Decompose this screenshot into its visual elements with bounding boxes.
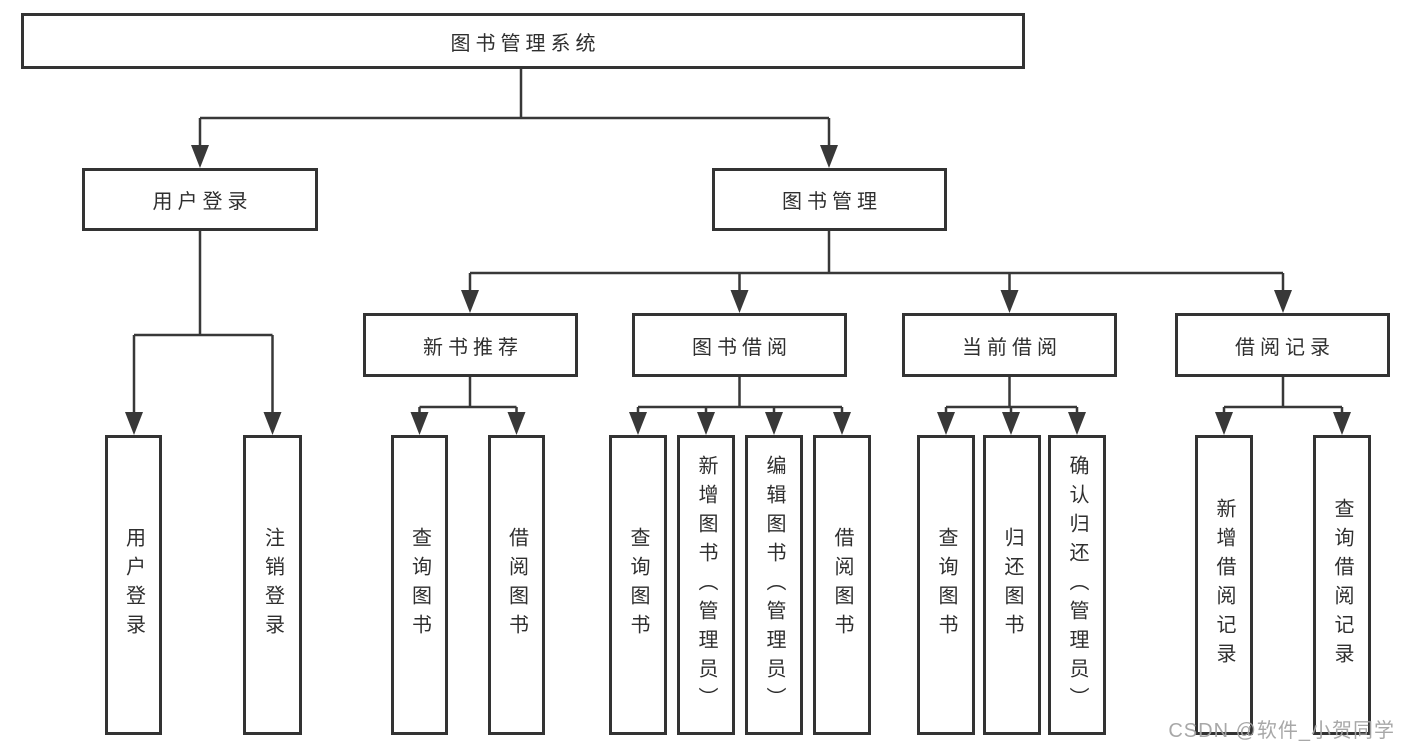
node-label: 查询借阅记录	[1331, 498, 1353, 672]
node-label: 图书借阅	[692, 336, 792, 359]
node-label: 用户登录	[152, 191, 253, 213]
leaf-confirm-return-admin: 确认归还（管理员）	[1048, 435, 1106, 735]
csdn-watermark: CSDN @软件_小贺同学	[1168, 720, 1395, 742]
node-label: 新书推荐	[423, 336, 523, 359]
connector-paths	[132, 69, 1344, 413]
leaf-query-books-borrowing: 查询图书	[609, 435, 667, 735]
node-label: 查询图书	[935, 527, 957, 643]
node-current-borrowing: 当前借阅	[902, 313, 1117, 377]
node-label: 新增图书（管理员）	[695, 454, 717, 716]
leaf-add-borrow-record: 新增借阅记录	[1195, 435, 1253, 735]
node-label: 归还图书	[1001, 527, 1023, 643]
leaf-return-books: 归还图书	[983, 435, 1041, 735]
leaf-logout: 注销登录	[243, 435, 302, 735]
node-label: 图书管理系统	[450, 32, 601, 55]
node-label: 注销登录	[261, 527, 284, 643]
node-label: 编辑图书（管理员）	[763, 454, 785, 716]
leaf-borrow-books-recommend: 借阅图书	[488, 435, 545, 735]
leaf-query-books-recommend: 查询图书	[391, 435, 448, 735]
node-label: 确认归还（管理员）	[1066, 454, 1088, 716]
node-book-management: 图书管理	[712, 168, 947, 231]
node-library-system: 图书管理系统	[21, 13, 1025, 69]
node-borrow-records: 借阅记录	[1175, 313, 1390, 377]
leaf-borrow-books-borrowing: 借阅图书	[813, 435, 871, 735]
node-label: 图书管理	[782, 191, 882, 213]
node-label: 用户登录	[122, 527, 145, 643]
node-label: 新增借阅记录	[1213, 498, 1235, 672]
leaf-edit-book-admin: 编辑图书（管理员）	[745, 435, 803, 735]
leaf-add-book-admin: 新增图书（管理员）	[677, 435, 735, 735]
leaf-user-login: 用户登录	[105, 435, 162, 735]
node-book-borrowing: 图书借阅	[632, 313, 847, 377]
node-label: 借阅图书	[505, 527, 528, 643]
arrowhead-icons	[125, 145, 1351, 435]
node-label: 借阅图书	[831, 527, 853, 643]
node-user-login: 用户登录	[82, 168, 318, 231]
node-new-book-recommend: 新书推荐	[363, 313, 578, 377]
leaf-query-borrow-record: 查询借阅记录	[1313, 435, 1371, 735]
leaf-query-books-current: 查询图书	[917, 435, 975, 735]
node-label: 借阅记录	[1235, 336, 1335, 359]
node-label: 当前借阅	[962, 336, 1062, 359]
node-label: 查询图书	[408, 527, 431, 643]
node-label: 查询图书	[627, 527, 649, 643]
